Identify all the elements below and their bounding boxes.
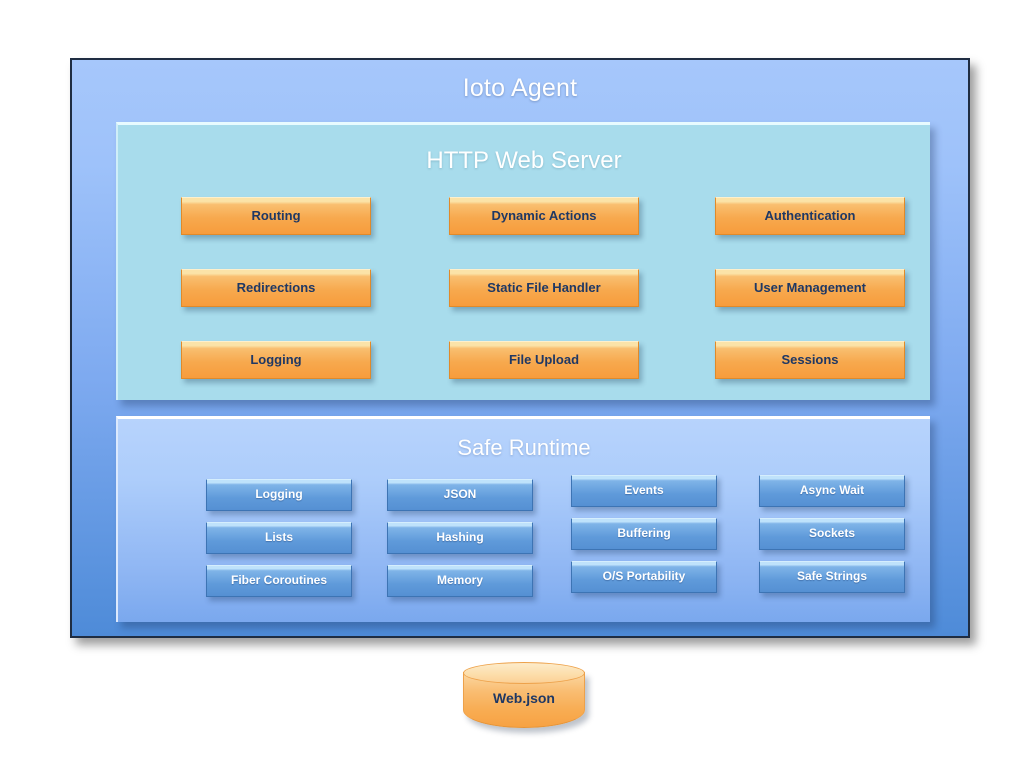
http-item-dynamic-actions[interactable]: Dynamic Actions — [449, 197, 639, 235]
runtime-item-os-portability[interactable]: O/S Portability — [571, 561, 717, 593]
http-item-file-upload[interactable]: File Upload — [449, 341, 639, 379]
runtime-item-fiber-coroutines[interactable]: Fiber Coroutines — [206, 565, 352, 597]
ioto-agent-panel: Ioto Agent HTTP Web Server Routing Redir… — [70, 58, 970, 638]
runtime-item-json[interactable]: JSON — [387, 479, 533, 511]
http-item-static-file-handler[interactable]: Static File Handler — [449, 269, 639, 307]
http-item-logging[interactable]: Logging — [181, 341, 371, 379]
page-title: Ioto Agent — [72, 74, 968, 103]
safe-runtime-panel: Safe Runtime Logging Lists Fiber Corouti… — [116, 416, 930, 622]
datastore-cylinder[interactable]: Web.json — [463, 662, 585, 734]
runtime-item-sockets[interactable]: Sockets — [759, 518, 905, 550]
runtime-item-logging[interactable]: Logging — [206, 479, 352, 511]
http-item-redirections[interactable]: Redirections — [181, 269, 371, 307]
http-item-sessions[interactable]: Sessions — [715, 341, 905, 379]
runtime-item-safe-strings[interactable]: Safe Strings — [759, 561, 905, 593]
safe-runtime-title: Safe Runtime — [118, 435, 930, 461]
runtime-item-events[interactable]: Events — [571, 475, 717, 507]
runtime-item-async-wait[interactable]: Async Wait — [759, 475, 905, 507]
http-item-routing[interactable]: Routing — [181, 197, 371, 235]
datastore-label: Web.json — [463, 690, 585, 706]
http-web-server-title: HTTP Web Server — [118, 147, 930, 175]
http-web-server-panel: HTTP Web Server Routing Redirections Log… — [116, 122, 930, 400]
http-item-user-management[interactable]: User Management — [715, 269, 905, 307]
runtime-item-hashing[interactable]: Hashing — [387, 522, 533, 554]
cylinder-top-ellipse — [463, 662, 585, 684]
runtime-item-memory[interactable]: Memory — [387, 565, 533, 597]
runtime-item-lists[interactable]: Lists — [206, 522, 352, 554]
http-item-authentication[interactable]: Authentication — [715, 197, 905, 235]
runtime-item-buffering[interactable]: Buffering — [571, 518, 717, 550]
